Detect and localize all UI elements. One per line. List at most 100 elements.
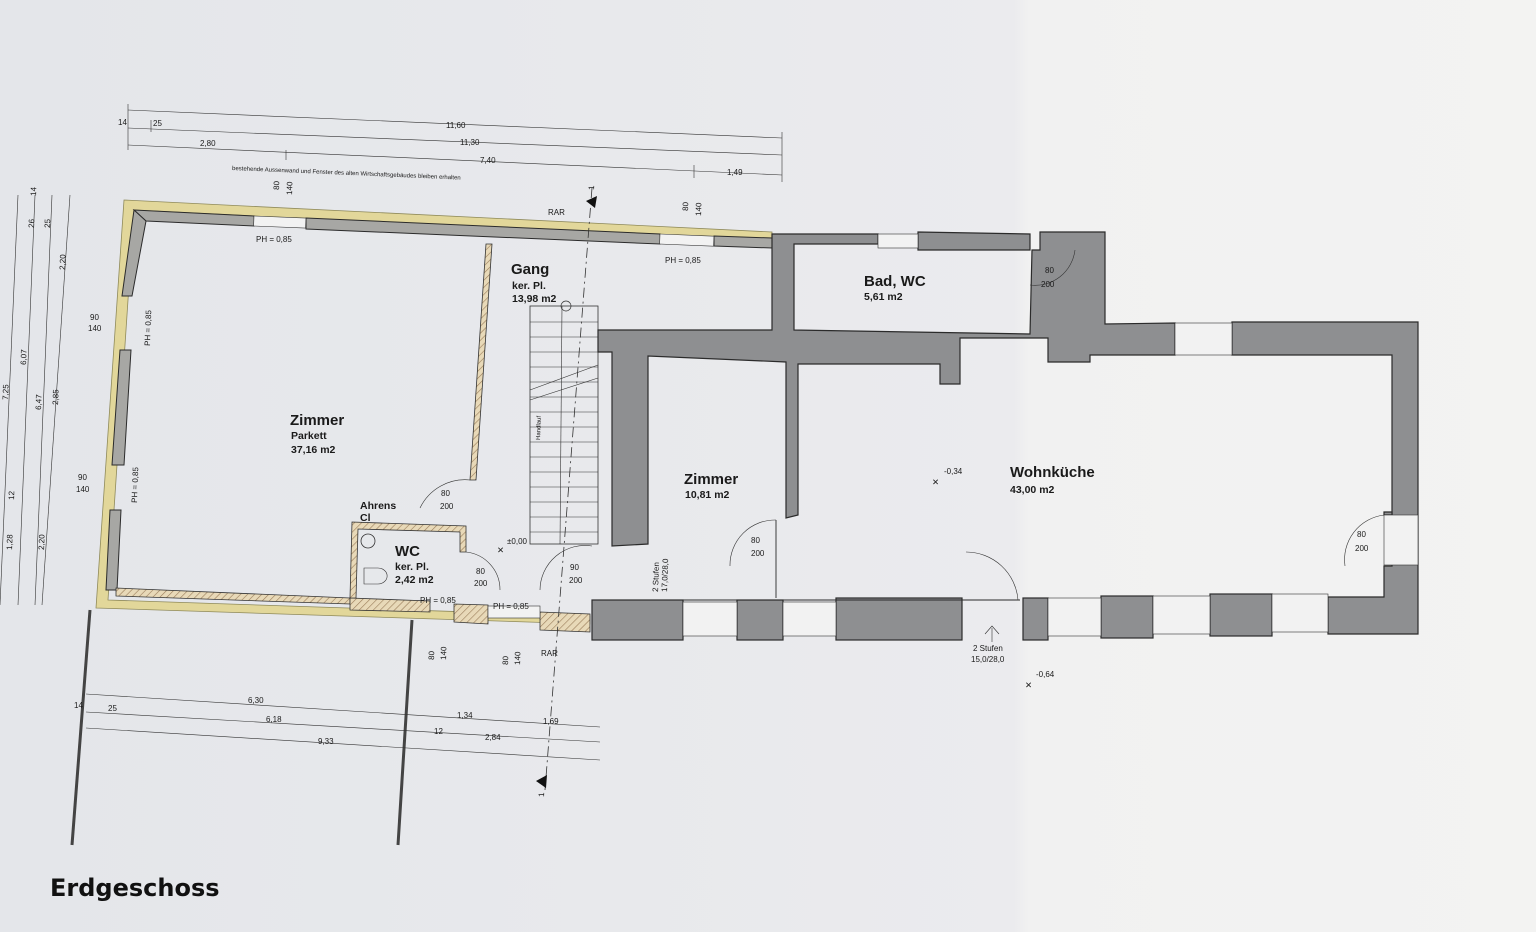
- svg-text:Zimmer: Zimmer: [290, 412, 344, 429]
- section-line: 1 1: [536, 185, 597, 797]
- svg-text:2,42 m2: 2,42 m2: [395, 574, 434, 586]
- svg-text:±0,00: ±0,00: [507, 537, 528, 546]
- svg-text:200: 200: [440, 502, 454, 511]
- floor-title: Erdgeschoss: [50, 874, 220, 902]
- svg-text:1: 1: [587, 185, 596, 190]
- svg-text:2,20: 2,20: [58, 254, 68, 270]
- svg-text:140: 140: [694, 202, 703, 216]
- svg-text:140: 140: [88, 324, 102, 333]
- svg-text:1,69: 1,69: [543, 717, 559, 726]
- opening-labels: 80 140 80 140 PH = 0,85 PH = 0,85 RAR 90…: [76, 180, 1369, 665]
- svg-text:37,16 m2: 37,16 m2: [291, 444, 336, 456]
- svg-text:80: 80: [427, 650, 436, 660]
- room-label-zimmer-large: Zimmer Parkett 37,16 m2: [290, 412, 344, 456]
- svg-text:200: 200: [1041, 280, 1055, 289]
- room-label-gang: Gang ker. Pl. 13,98 m2: [511, 261, 557, 305]
- svg-text:80: 80: [441, 489, 450, 498]
- room-label-bad: Bad, WC 5,61 m2: [864, 273, 926, 303]
- svg-text:Ahrens: Ahrens: [360, 500, 396, 512]
- svg-text:Gang: Gang: [511, 261, 549, 278]
- svg-text:PH = 0,85: PH = 0,85: [665, 256, 701, 265]
- door-swings: [419, 249, 1385, 601]
- svg-text:200: 200: [1355, 544, 1369, 553]
- svg-text:10,81 m2: 10,81 m2: [685, 489, 730, 501]
- svg-text:9,33: 9,33: [318, 737, 334, 746]
- svg-text:80: 80: [1357, 530, 1366, 539]
- svg-text:Zimmer: Zimmer: [684, 471, 738, 488]
- toilet-icon: [363, 567, 388, 585]
- svg-text:26: 26: [27, 218, 36, 228]
- svg-text:12: 12: [7, 490, 16, 500]
- level-markers: ±0,00 ✕ -0,34 ✕ -0,64 ✕ 2 Stufen 17,0/28…: [497, 467, 1055, 690]
- svg-text:PH = 0,85: PH = 0,85: [256, 235, 292, 244]
- svg-text:11,60: 11,60: [446, 121, 466, 130]
- svg-text:80: 80: [476, 567, 485, 576]
- svg-text:PH = 0,85: PH = 0,85: [130, 466, 140, 503]
- svg-text:140: 140: [513, 651, 522, 665]
- svg-text:2,84: 2,84: [485, 733, 501, 742]
- svg-text:12: 12: [434, 727, 443, 736]
- svg-text:7,25: 7,25: [1, 384, 11, 400]
- svg-text:1,34: 1,34: [457, 711, 473, 720]
- svg-text:RAR: RAR: [541, 649, 558, 658]
- svg-text:RAR: RAR: [548, 208, 565, 217]
- sink-icon: [360, 533, 376, 549]
- svg-text:25: 25: [153, 119, 162, 128]
- svg-text:2,80: 2,80: [200, 139, 216, 148]
- svg-text:80: 80: [1045, 266, 1054, 275]
- svg-text:140: 140: [285, 181, 294, 195]
- svg-text:ker. Pl.: ker. Pl.: [512, 280, 546, 292]
- svg-text:2 Stufen: 2 Stufen: [973, 644, 1003, 653]
- wc-room: [349, 521, 467, 599]
- svg-text:Handlauf: Handlauf: [536, 416, 543, 441]
- svg-text:90: 90: [570, 563, 579, 572]
- svg-text:Parkett: Parkett: [291, 430, 327, 442]
- svg-text:90: 90: [78, 473, 87, 482]
- svg-text:2,85: 2,85: [51, 389, 61, 405]
- svg-text:14: 14: [74, 701, 83, 710]
- svg-text:ker. Pl.: ker. Pl.: [395, 561, 429, 573]
- section-arrow-icon: [536, 775, 547, 788]
- svg-text:WC: WC: [395, 543, 420, 560]
- room-label-wohnkueche: Wohnküche 43,00 m2: [1010, 464, 1095, 496]
- svg-text:7,40: 7,40: [480, 156, 496, 165]
- svg-text:13,98 m2: 13,98 m2: [512, 293, 557, 305]
- svg-text:43,00 m2: 43,00 m2: [1010, 484, 1055, 496]
- svg-text:1,49: 1,49: [727, 168, 743, 177]
- staircase: [529, 305, 599, 545]
- svg-text:200: 200: [474, 579, 488, 588]
- svg-text:2,20: 2,20: [37, 534, 47, 550]
- svg-text:200: 200: [751, 549, 765, 558]
- svg-text:6,18: 6,18: [266, 715, 282, 724]
- svg-text:2 Stufen: 2 Stufen: [651, 562, 661, 592]
- svg-text:1: 1: [537, 792, 546, 797]
- svg-text:25: 25: [108, 704, 117, 713]
- svg-text:200: 200: [569, 576, 583, 585]
- svg-text:-0,34: -0,34: [944, 467, 963, 476]
- svg-text:6,07: 6,07: [19, 349, 29, 365]
- svg-text:15,0/28,0: 15,0/28,0: [971, 655, 1005, 664]
- left-wing-walls: [95, 199, 773, 633]
- svg-text:11,30: 11,30: [460, 138, 480, 147]
- svg-text:14: 14: [118, 118, 127, 127]
- room-label-zimmer-small: Zimmer 10,81 m2: [684, 471, 738, 501]
- svg-text:14: 14: [29, 186, 38, 196]
- bottom-dimensions: 6,30 6,18 9,33 1,34 1,69 12 2,84 14 25: [70, 609, 601, 846]
- svg-text:Wohnküche: Wohnküche: [1010, 464, 1095, 481]
- svg-text:80: 80: [501, 655, 510, 665]
- gang-stairs: Handlauf: [469, 243, 599, 545]
- svg-text:5,61 m2: 5,61 m2: [864, 291, 903, 303]
- level-cross-icon: ✕: [932, 477, 939, 487]
- level-cross-icon: ✕: [1025, 680, 1032, 690]
- svg-text:17,0/28,0: 17,0/28,0: [660, 558, 670, 592]
- left-dimensions: 7,25 6,07 6,47 2,85 2,20 2,20 1,28 12 14…: [0, 186, 71, 606]
- svg-text:6,47: 6,47: [34, 394, 44, 410]
- svg-text:Bad, WC: Bad, WC: [864, 273, 926, 290]
- svg-text:80: 80: [681, 201, 690, 211]
- interior-lines: [598, 520, 1020, 601]
- svg-text:Cl: Cl: [360, 512, 371, 524]
- svg-text:80: 80: [272, 180, 281, 190]
- svg-text:140: 140: [76, 485, 90, 494]
